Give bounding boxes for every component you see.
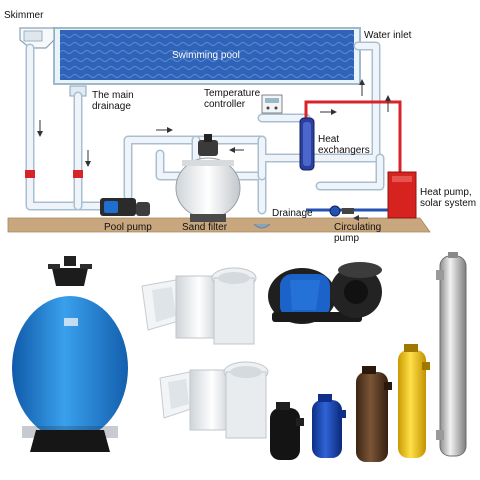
valve-left-2 [73,170,83,178]
label-heat-exchangers-2: exchangers [318,145,370,156]
wall-skimmer-icon [141,267,257,345]
pool-pump-icon [268,262,382,324]
system-diagram: Skimmer Swimming pool Water inlet The ma… [4,10,476,244]
tube-heat-exchanger-icon [436,252,467,457]
flow-arrows [37,79,391,221]
heat-exchanger-icon [312,394,346,458]
ground [7,217,431,233]
label-pool-pump: Pool pump [104,222,152,233]
label-heat-pump-1: Heat pump, [420,187,472,198]
pool-pump [100,198,150,216]
heat-exchanger [299,117,315,171]
wall-skimmer-icon [159,361,269,439]
label-heat-exchangers-1: Heat [318,134,339,145]
label-skimmer: Skimmer [4,10,44,21]
sand-filter [175,134,241,222]
label-temperature-2: controller [204,99,246,110]
label-heat-pump-2: solar system [420,198,476,209]
label-water-inlet: Water inlet [364,30,412,41]
label-drainage: Drainage [272,208,313,219]
product-gallery [12,252,467,462]
label-main-drainage-2: drainage [92,101,131,112]
label-circulating-1: Circulating [334,222,381,233]
swimming-pool [53,27,361,85]
drainage-outlet [253,223,271,229]
valve-left-1 [25,170,35,178]
label-main-drainage-1: The main [92,90,134,101]
heat-exchanger-icon [398,344,430,458]
label-swimming-pool: Swimming pool [172,50,240,61]
label-circulating-2: pump [334,233,359,244]
heat-pump [387,171,417,219]
skimmer [19,27,55,49]
circulating-pump [329,205,354,217]
temperature-controller [261,94,283,114]
heat-exchanger-icon [356,366,392,462]
heat-exchanger-icon [270,402,304,460]
label-temperature-1: Temperature [204,88,261,99]
return-pipes [25,41,385,215]
label-sand-filter: Sand filter [182,222,228,233]
sand-filter-tank-icon [12,256,128,452]
